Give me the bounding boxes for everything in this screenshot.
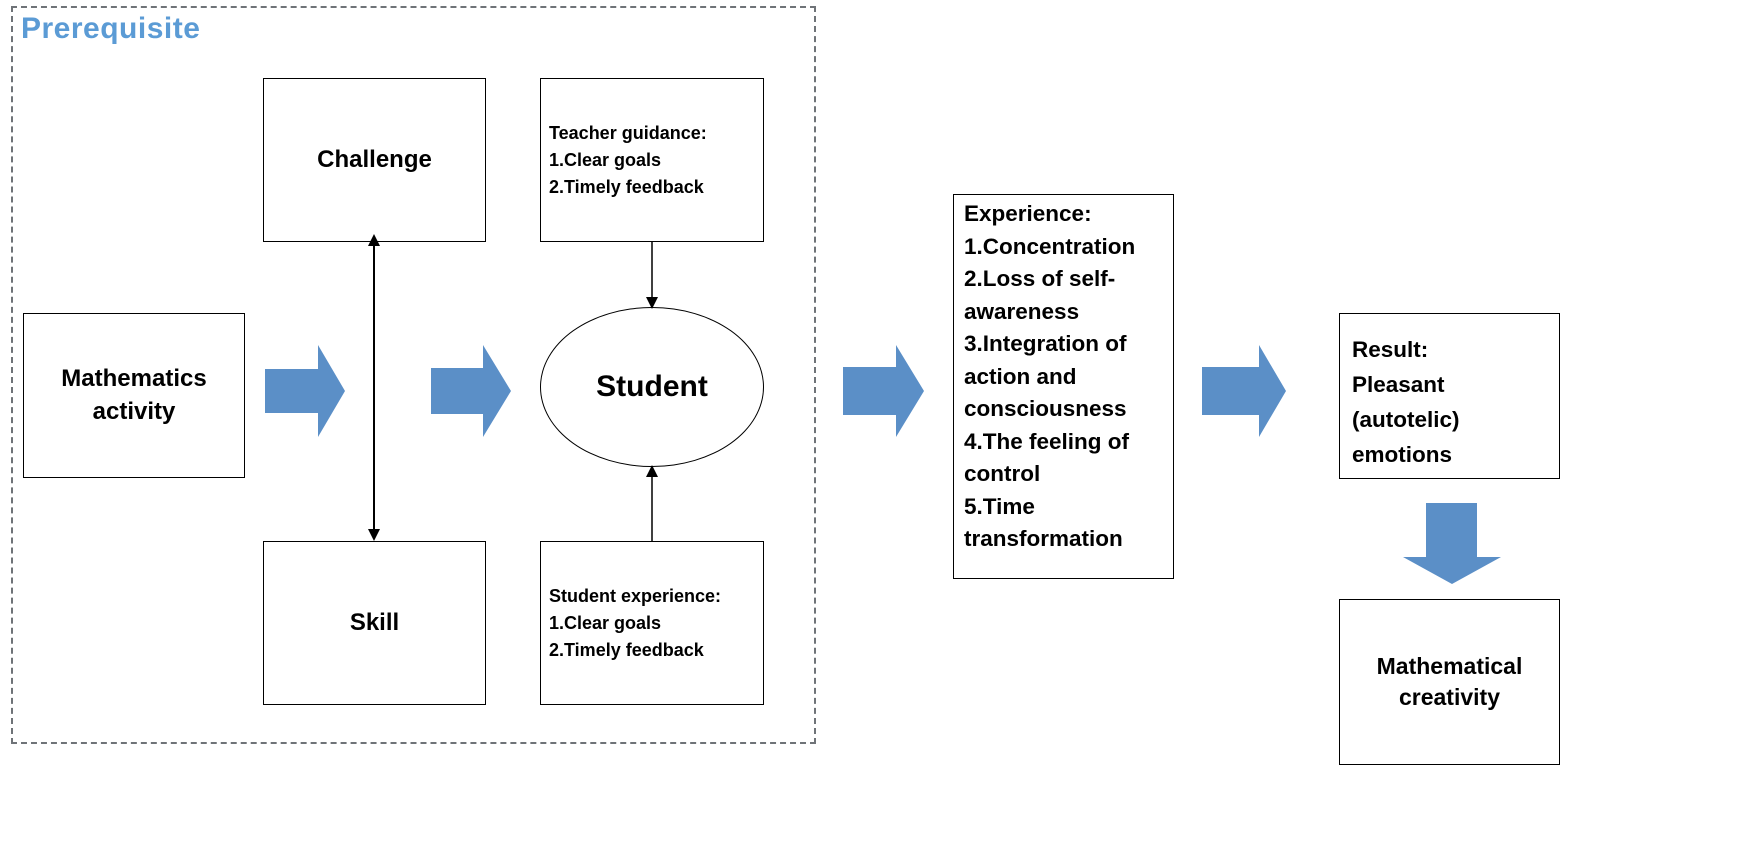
student-ellipse: Student (540, 307, 764, 467)
teacher-guidance-item-1: 1.Clear goals (549, 150, 662, 170)
experience-line-3: awareness (964, 298, 1080, 324)
experience-line-9: 5.Time (964, 493, 1035, 519)
experience-box: Experience: 1.Concentration 2.Loss of se… (953, 194, 1174, 579)
experience-line-7: 4.The feeling of (964, 428, 1130, 454)
prerequisite-title: Prerequisite (21, 12, 201, 45)
result-line-1: Pleasant (1352, 372, 1445, 397)
challenge-box: Challenge (263, 78, 486, 242)
teacher-guidance-heading: Teacher guidance: (549, 123, 707, 143)
experience-line-10: transformation (964, 526, 1123, 551)
block-arrow-result-to-creativity (1403, 503, 1501, 584)
result-line-2: (autotelic) (1352, 407, 1460, 432)
experience-line-1: 1.Concentration (964, 233, 1136, 259)
block-arrow-to-experience (843, 345, 924, 437)
mathematics-activity-box: Mathematics activity (23, 313, 245, 478)
challenge-label: Challenge (317, 145, 432, 173)
mathematics-activity-line-1: Mathematics (61, 365, 207, 393)
experience-line-5: action and (964, 363, 1077, 389)
prerequisite-frame (11, 6, 816, 744)
experience-line-2: 2.Loss of self- (964, 266, 1116, 291)
experience-line-6: consciousness (964, 396, 1127, 421)
student-label: Student (596, 370, 708, 403)
result-box: Result: Pleasant (autotelic) emotions (1339, 313, 1560, 479)
teacher-guidance-box: Teacher guidance: 1.Clear goals 2.Timely… (540, 78, 764, 242)
result-line-3: emotions (1352, 442, 1453, 467)
student-experience-item-2: 2.Timely feedback (549, 640, 704, 660)
result-heading: Result: (1352, 337, 1429, 362)
experience-line-8: control (964, 461, 1041, 486)
experience-heading: Experience: (964, 201, 1092, 226)
student-experience-heading: Student experience: (549, 586, 722, 606)
experience-line-4: 3.Integration of (964, 331, 1127, 356)
mathematical-creativity-line-1: Mathematical (1376, 652, 1523, 679)
mathematical-creativity-line-2: creativity (1398, 684, 1500, 710)
mathematical-creativity-box: Mathematical creativity (1339, 599, 1560, 765)
student-experience-box: Student experience: 1.Clear goals 2.Time… (540, 541, 764, 705)
skill-box: Skill (263, 541, 486, 705)
skill-label: Skill (349, 608, 400, 636)
mathematics-activity-line-2: activity (92, 397, 176, 425)
student-experience-item-1: 1.Clear goals (549, 613, 662, 633)
block-arrow-to-result (1202, 345, 1286, 437)
teacher-guidance-item-2: 2.Timely feedback (549, 177, 704, 197)
